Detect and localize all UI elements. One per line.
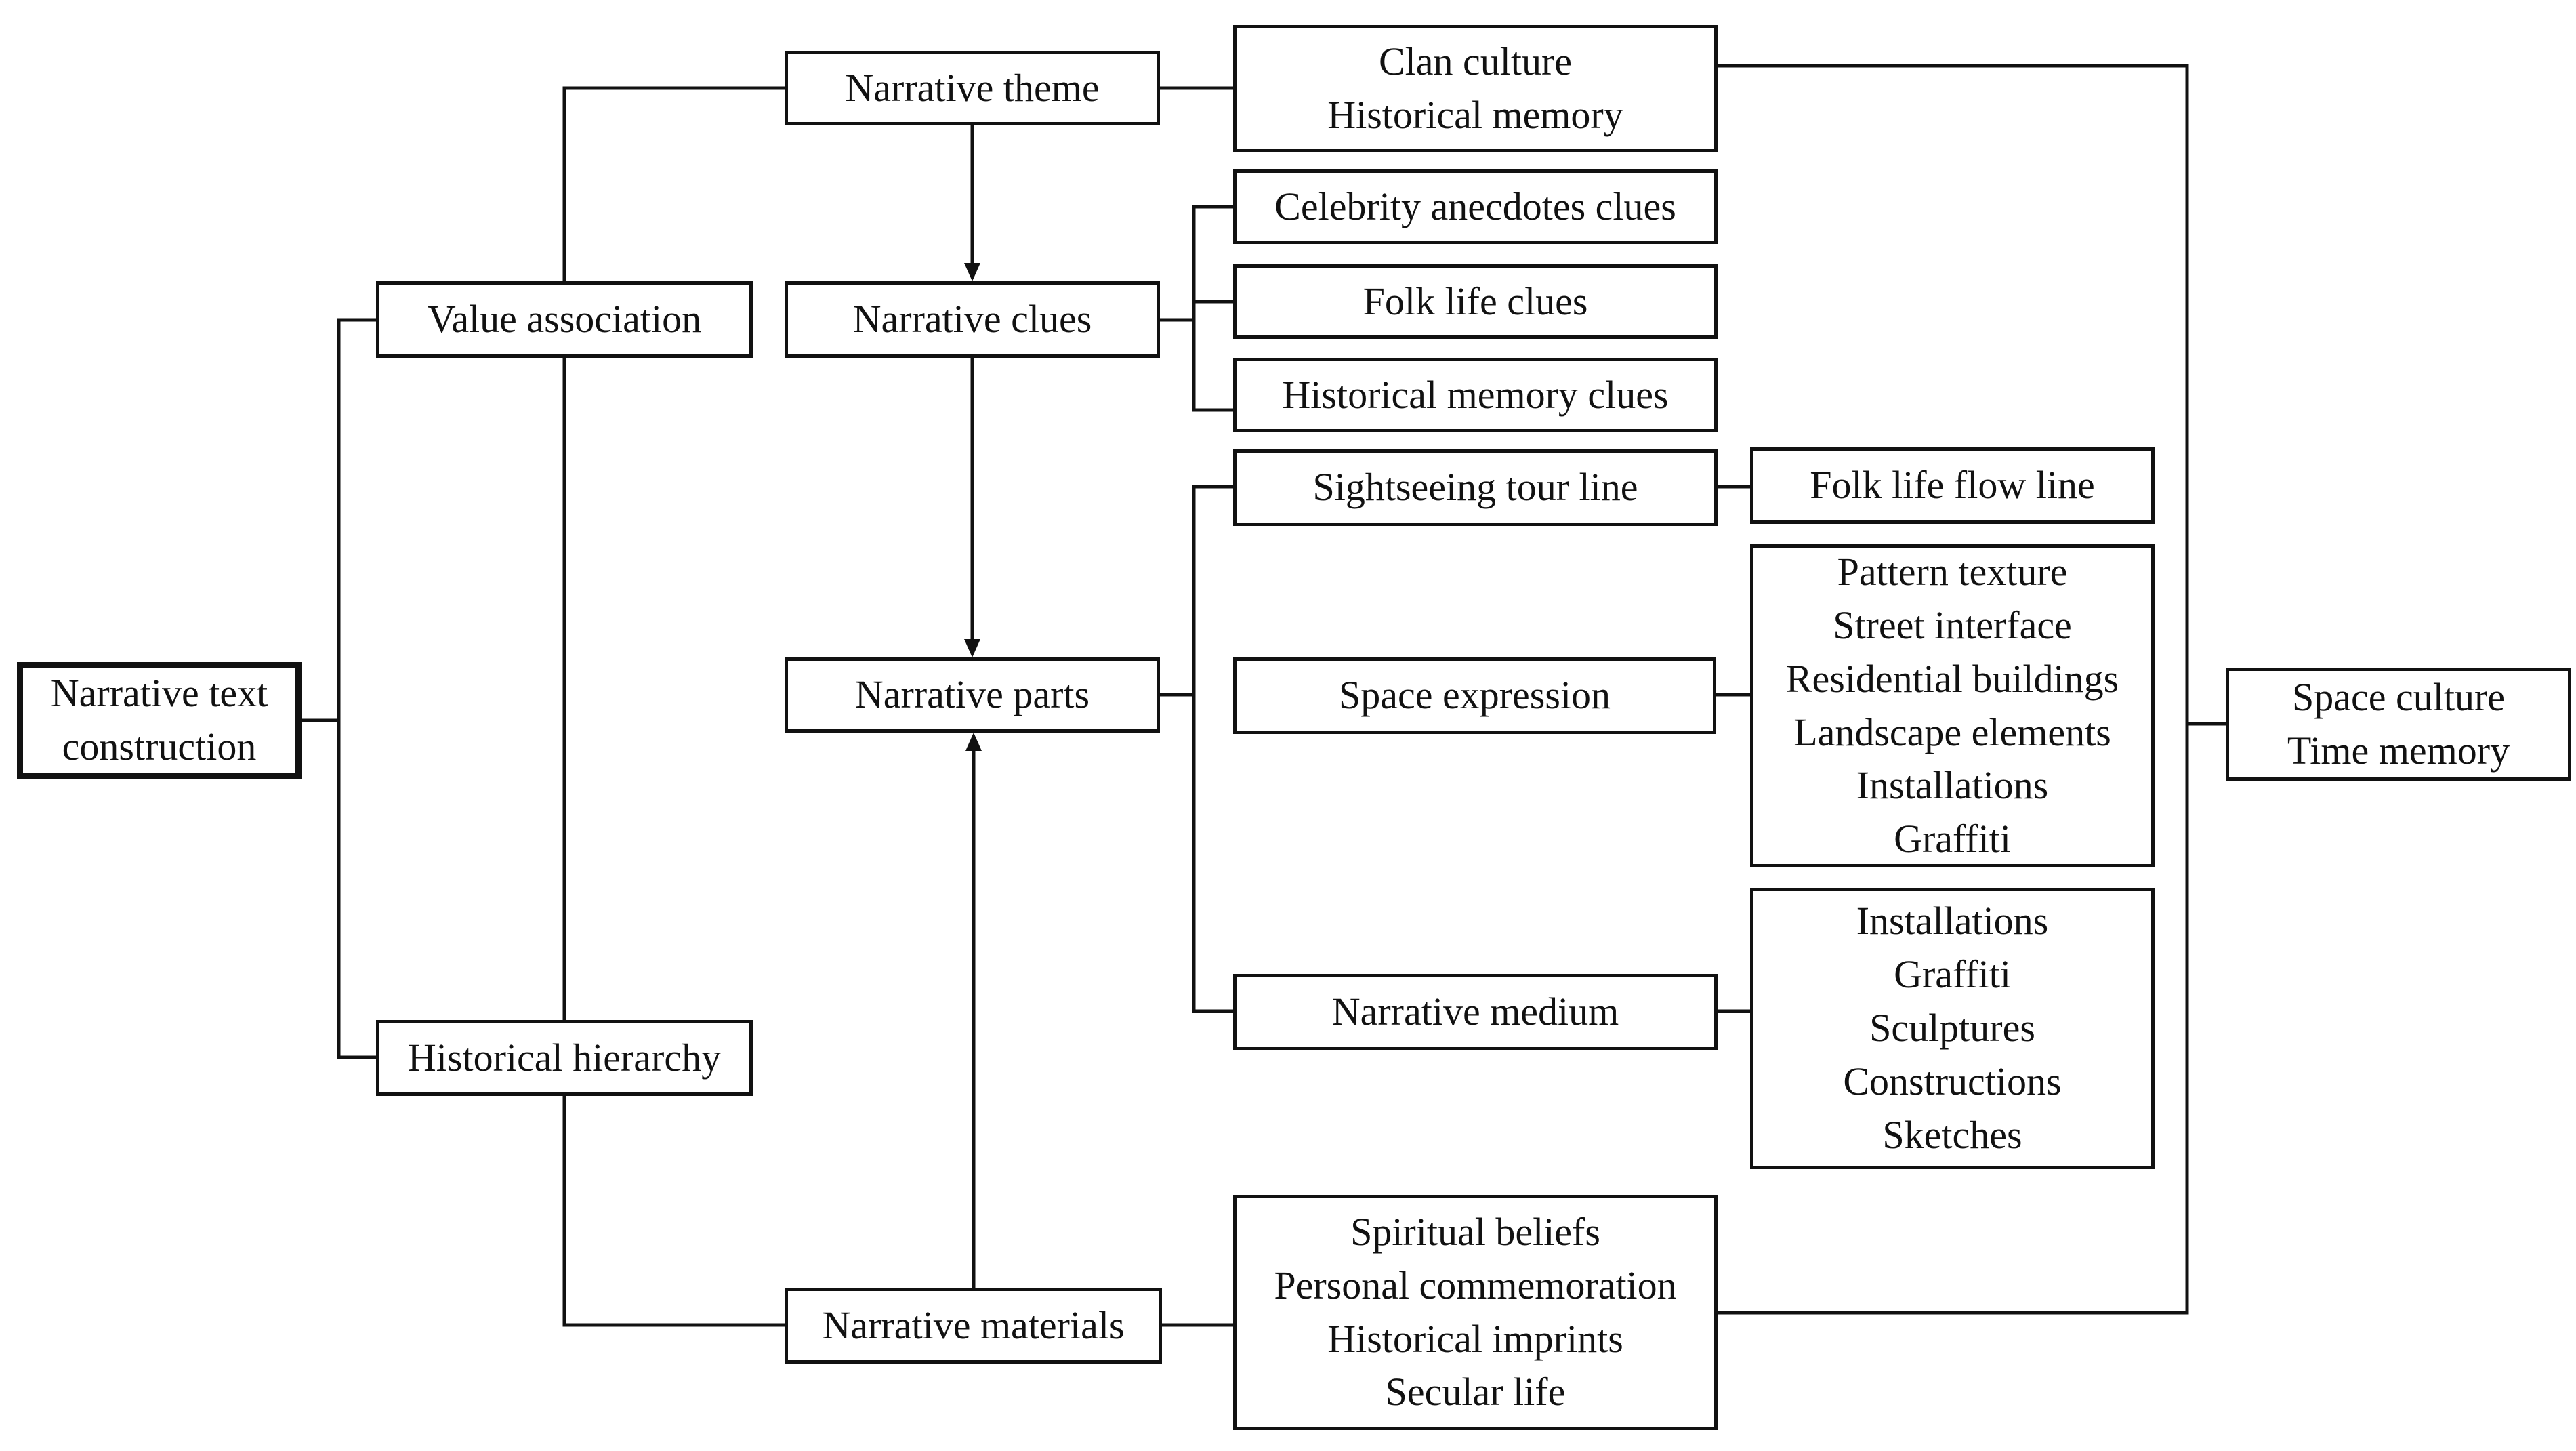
box-label: Sightseeing tour line — [1312, 465, 1638, 510]
space-expression-items-box: Pattern texture Street interface Residen… — [1750, 544, 2155, 867]
narrative-parts-box: Narrative parts — [785, 657, 1160, 733]
box-line: Pattern texture — [1837, 549, 2068, 594]
connector — [1192, 205, 1233, 412]
arrowhead — [964, 263, 980, 281]
box-label: Narrative theme — [845, 65, 1100, 110]
box-line: Spiritual beliefs — [1350, 1209, 1600, 1254]
connector — [1718, 64, 2189, 1315]
folk-life-flow-line-box: Folk life flow line — [1750, 447, 2155, 524]
box-label: Narrative clues — [852, 297, 1092, 342]
arrowhead — [964, 639, 980, 657]
box-line: Space culture — [2291, 674, 2505, 719]
narrative-materials-box: Narrative materials — [785, 1288, 1162, 1364]
box-label: Folk life clues — [1363, 279, 1588, 323]
box-label: Narrative medium — [1331, 989, 1619, 1034]
box-line: Sketches — [1882, 1112, 2022, 1157]
celebrity-anecdotes-clues-box: Celebrity anecdotes clues — [1233, 169, 1718, 244]
box-line: construction — [62, 724, 257, 769]
historical-hierarchy-box: Historical hierarchy — [376, 1020, 753, 1096]
arrowhead — [965, 733, 982, 751]
narrative-clues-box: Narrative clues — [785, 281, 1160, 358]
narrative-text-construction-box: Narrative text construction — [17, 662, 302, 779]
connector — [337, 318, 376, 1059]
narrative-medium-box: Narrative medium — [1233, 974, 1718, 1050]
box-line: Graffiti — [1894, 817, 2011, 861]
box-label: Historical hierarchy — [407, 1035, 722, 1080]
box-line: Clan culture — [1378, 39, 1573, 84]
narrative-materials-items-box: Spiritual beliefs Personal commemoration… — [1233, 1195, 1718, 1430]
box-line: Graffiti — [1894, 952, 2011, 997]
box-line: Constructions — [1843, 1059, 2062, 1103]
box-label: Narrative materials — [822, 1303, 1125, 1347]
box-label: Value association — [427, 297, 702, 342]
box-line: Residential buildings — [1785, 656, 2119, 701]
space-expression-box: Space expression — [1233, 657, 1716, 734]
box-label: Historical memory clues — [1282, 372, 1669, 417]
box-label: Folk life flow line — [1810, 463, 2095, 508]
box-line: Sculptures — [1869, 1006, 2035, 1050]
box-line: Time memory — [2287, 728, 2510, 773]
connector — [562, 1096, 785, 1327]
box-label: Space expression — [1338, 673, 1611, 718]
box-label: Narrative parts — [854, 672, 1090, 717]
box-line: Street interface — [1833, 602, 2072, 647]
narrative-medium-items-box: Installations Graffiti Sculptures Constr… — [1750, 888, 2155, 1169]
narrative-theme-box: Narrative theme — [785, 51, 1160, 125]
box-line: Installations — [1856, 763, 2049, 808]
box-line: Narrative text — [50, 671, 268, 716]
value-association-box: Value association — [376, 281, 753, 358]
box-label: Celebrity anecdotes clues — [1274, 184, 1676, 228]
box-line: Installations — [1856, 899, 2049, 943]
connector — [562, 86, 785, 281]
box-line: Landscape elements — [1793, 710, 2111, 754]
clan-culture-box: Clan culture Historical memory — [1233, 25, 1718, 152]
box-line: Secular life — [1385, 1370, 1566, 1414]
space-culture-box: Space culture Time memory — [2226, 668, 2571, 781]
folk-life-clues-box: Folk life clues — [1233, 264, 1718, 339]
historical-memory-clues-box: Historical memory clues — [1233, 358, 1718, 432]
box-line: Historical memory — [1327, 93, 1623, 137]
box-line: Historical imprints — [1327, 1316, 1623, 1361]
sightseeing-tour-line-box: Sightseeing tour line — [1233, 449, 1718, 526]
box-line: Personal commemoration — [1274, 1263, 1677, 1307]
connector — [1192, 485, 1233, 1013]
